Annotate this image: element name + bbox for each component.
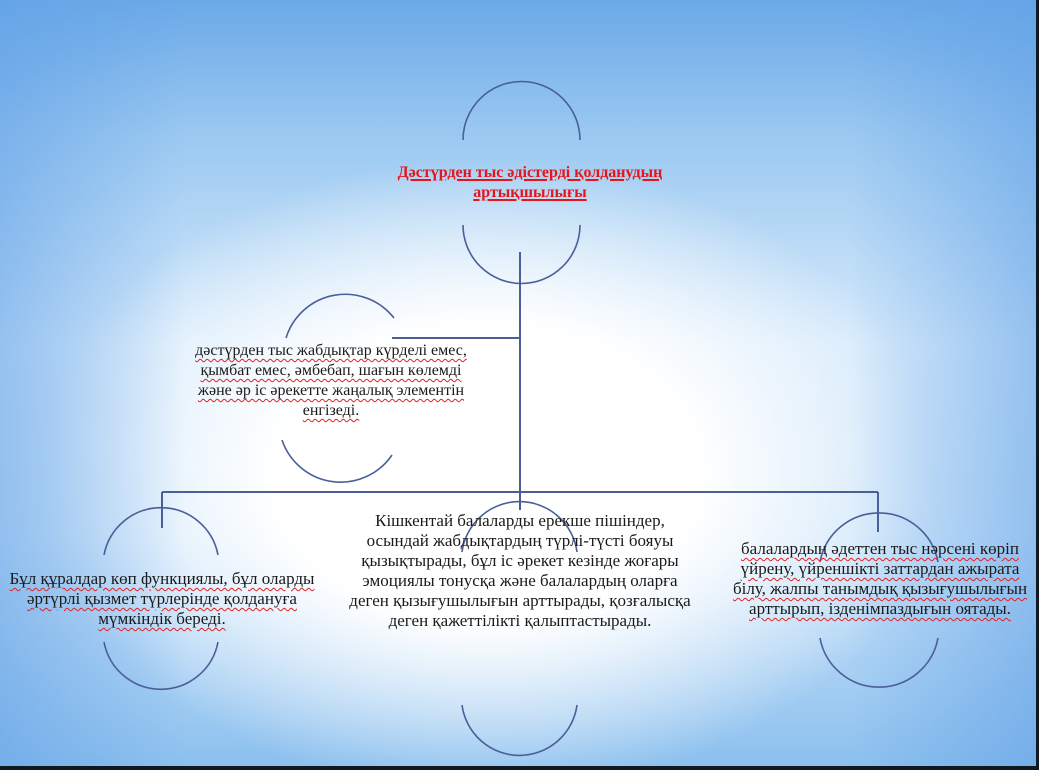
- center-arc-bottom: [461, 704, 578, 757]
- title-arc-top: [462, 80, 581, 141]
- left-node-text: дәстүрден тыс жабдықтар күрделі емес, қы…: [195, 342, 467, 419]
- bl-arc-bottom: [103, 641, 219, 691]
- bottom-right-node-text: балалардың әдеттен тыс нәрсені көріп үйр…: [732, 539, 1028, 618]
- right-arc-bottom: [819, 637, 939, 688]
- title-arc-bottom: [462, 224, 581, 285]
- bottom-left-node-text: Бұл құралдар көп функциялы, бұл оларды ә…: [9, 569, 315, 628]
- bottom-center-node-text: Кішкентай балаларды ерекше пішіндер, осы…: [349, 511, 691, 630]
- left-arc-bottom: [281, 439, 393, 483]
- left-arc-top: [285, 293, 395, 339]
- diagram-title: Дәстүрден тыс әдістерді қолданудың артық…: [397, 164, 663, 201]
